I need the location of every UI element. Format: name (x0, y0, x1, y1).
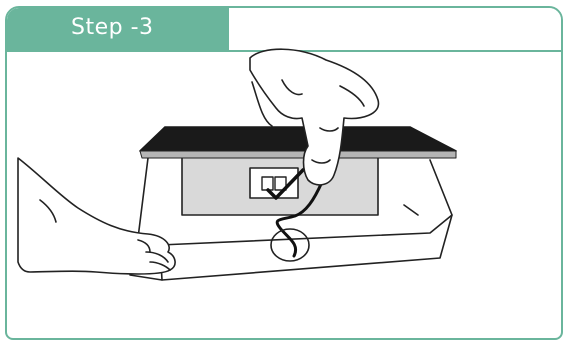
device-lid (140, 127, 456, 158)
left-hand-icon (18, 158, 175, 274)
